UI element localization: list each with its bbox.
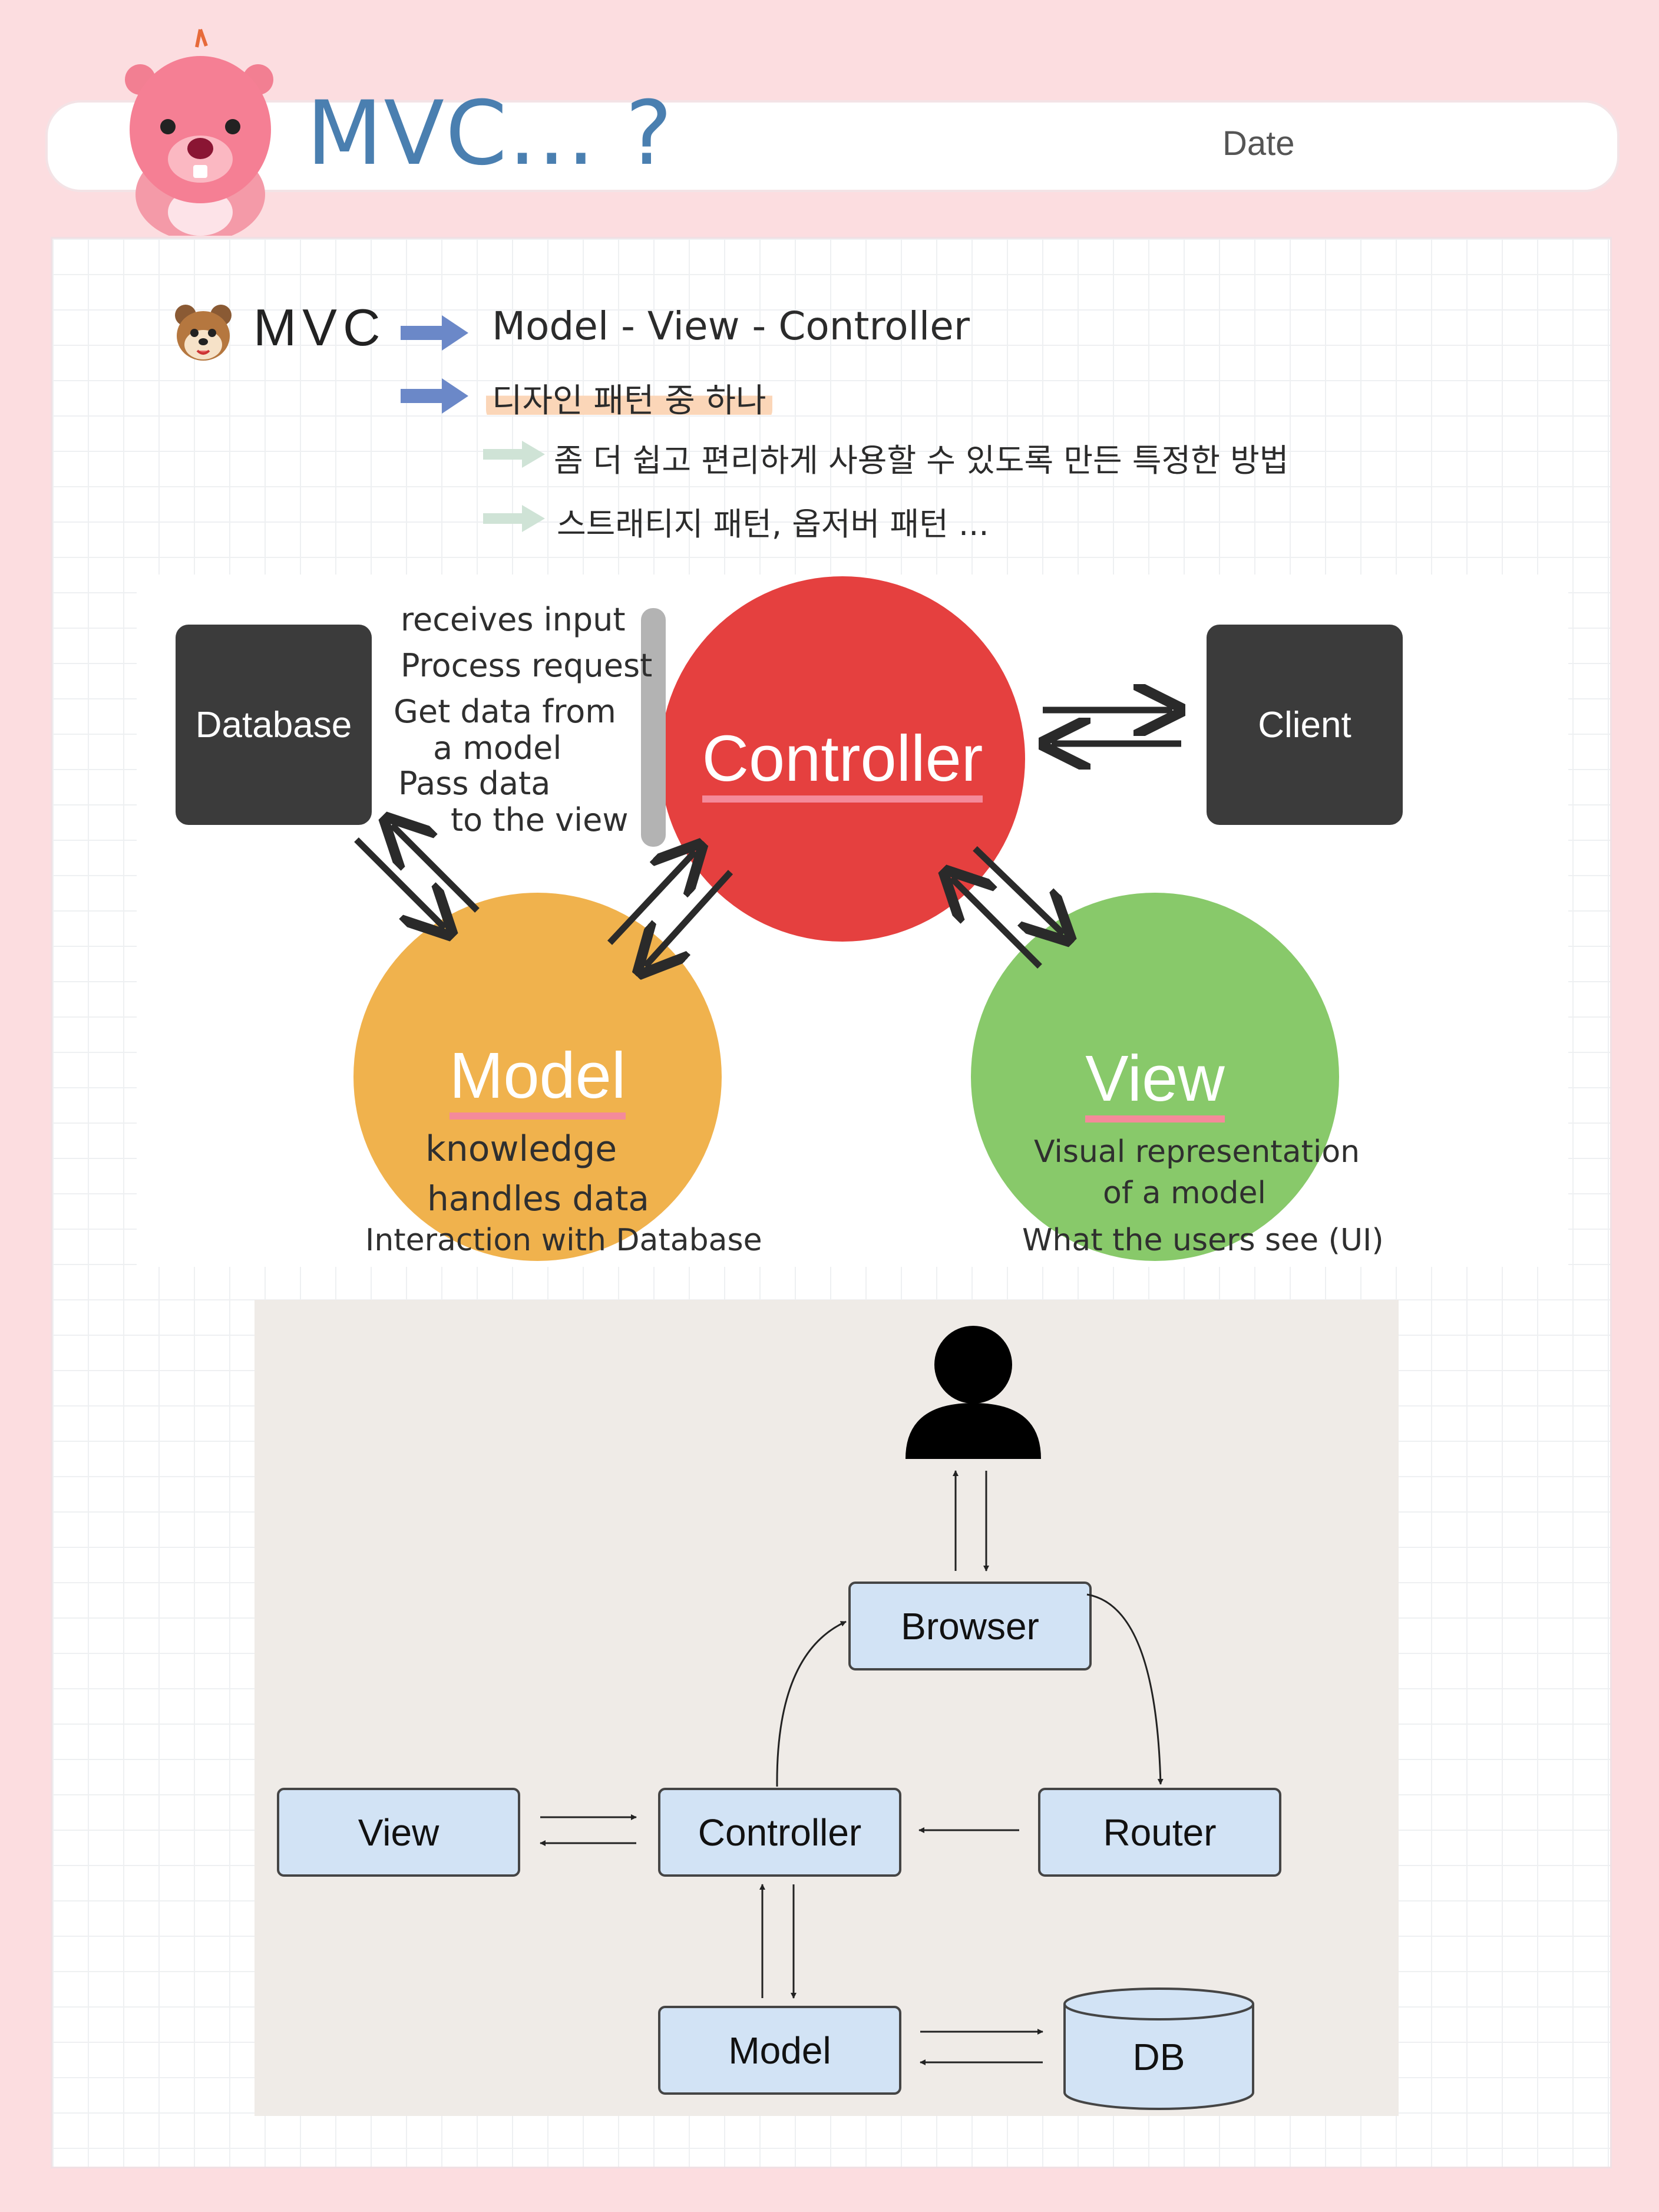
mvc-expansion: Model - View - Controller: [492, 303, 970, 349]
view-note-1: Visual representation: [1034, 1134, 1360, 1170]
model-note-3: Interaction with Database: [365, 1223, 762, 1258]
page-title: MVC... ?: [306, 82, 674, 185]
controller-note-2: Process request: [401, 647, 653, 684]
router-box: Router: [1038, 1788, 1281, 1877]
arrow-icon: [483, 505, 545, 532]
controller-note-1: receives input: [401, 601, 626, 638]
view-note-2: of a model: [1103, 1176, 1266, 1211]
date-label: Date: [1222, 124, 1295, 163]
request-flow-diagram: Browser View Controller Router Model DB: [255, 1300, 1399, 2116]
database-box: Database: [176, 625, 372, 825]
view-circle: View: [971, 893, 1339, 1261]
view-note-3: What the users see (UI): [1022, 1223, 1384, 1258]
controller-note-5: Pass data: [398, 765, 551, 802]
browser-box: Browser: [848, 1582, 1092, 1670]
controller-box: Controller: [658, 1788, 901, 1877]
examples-note: 스트래티지 패턴, 옵저버 패턴 ...: [557, 506, 989, 543]
header-bar: [45, 100, 1620, 192]
arrow-icon: [483, 441, 545, 468]
arrow-icon: [401, 315, 468, 351]
model-label: Model: [449, 1042, 626, 1120]
user-icon: [905, 1326, 1041, 1459]
mvc-label: MVC: [253, 298, 386, 356]
mascot-icon: [125, 28, 273, 236]
db-cylinder: [1063, 1988, 1254, 2110]
description-note: 좀 더 쉽고 편리하게 사용할 수 있도록 만든 특정한 방법: [554, 442, 1289, 479]
model-note-2: handles data: [427, 1178, 649, 1219]
controller-note-3: Get data from: [394, 693, 616, 730]
view-label: View: [1085, 1045, 1225, 1122]
model-note-1: knowledge: [425, 1128, 617, 1170]
diagram2-arrows: [540, 1470, 1164, 2065]
chipmunk-icon: [175, 305, 232, 361]
model-box: Model: [658, 2006, 901, 2095]
controller-note-6: to the view: [451, 801, 629, 838]
separator-bar: [641, 608, 666, 847]
view-box: View: [277, 1788, 520, 1877]
controller-note-4: a model: [433, 729, 562, 767]
design-pattern-note: 디자인 패턴 중 하나: [486, 374, 772, 422]
client-box: Client: [1207, 625, 1403, 825]
controller-label: Controller: [702, 725, 983, 803]
diagram1-arrows: [354, 575, 1568, 1267]
arrow-icon: [401, 378, 468, 414]
db-label: DB: [1132, 2036, 1185, 2078]
